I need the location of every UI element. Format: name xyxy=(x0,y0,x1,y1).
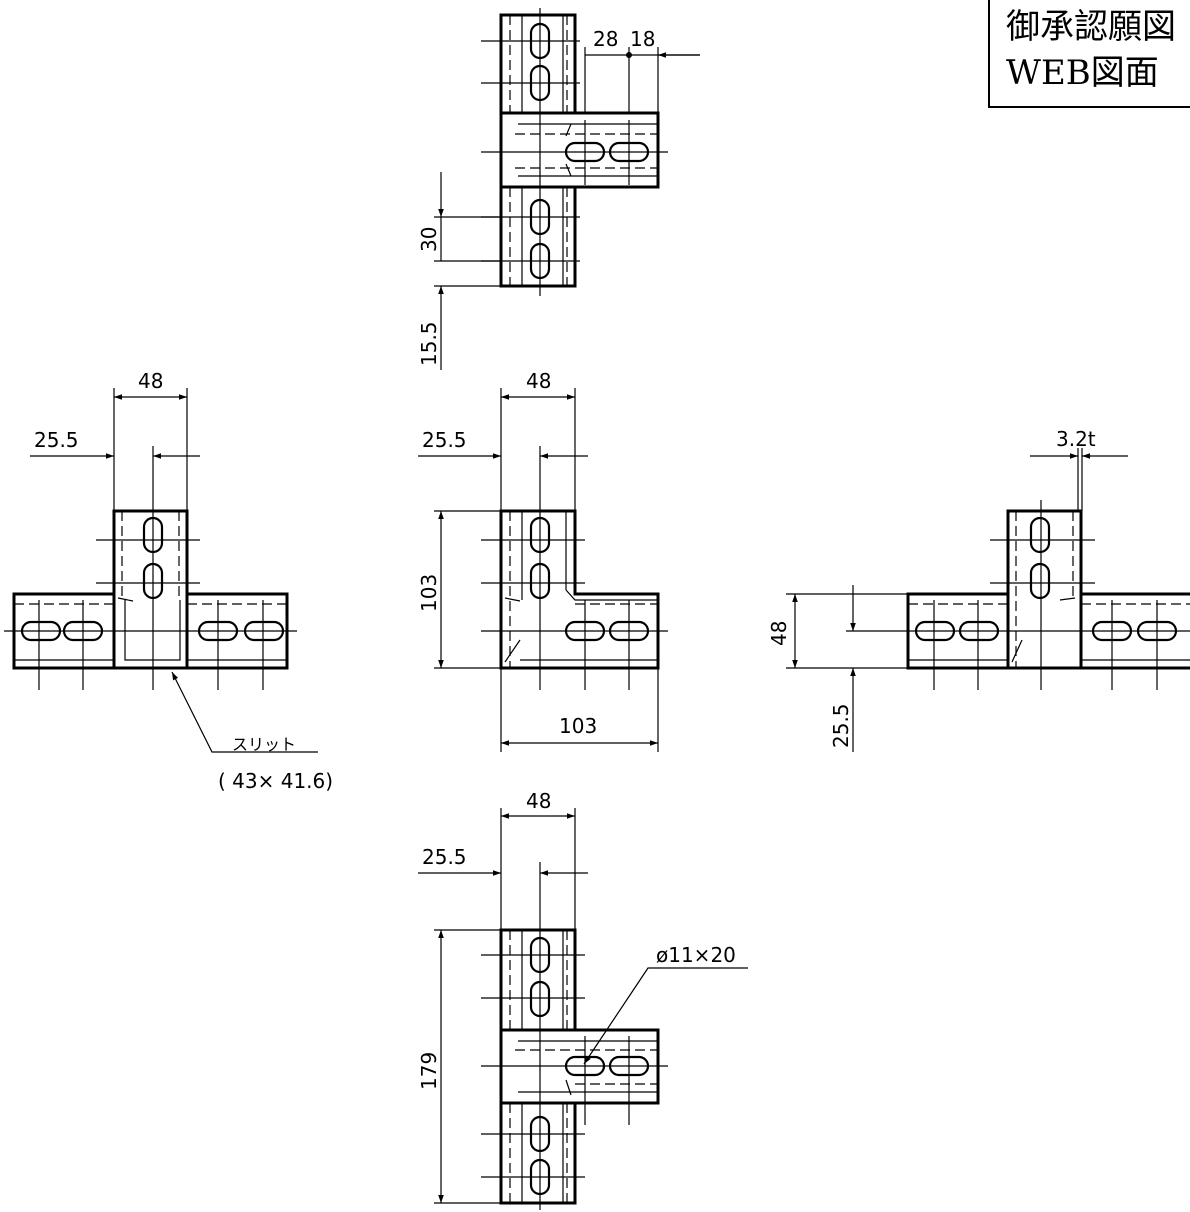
left-view: 48 25.5 スリット ( 43× 41.6) xyxy=(4,369,333,793)
center-l-bracket xyxy=(499,509,660,670)
right-arm-right xyxy=(1081,592,1190,670)
stamp-line-2: WEB図面 xyxy=(1006,53,1159,93)
dim-15-5: 15.5 xyxy=(417,321,441,366)
top-horizontal-channel xyxy=(499,111,660,189)
right-dim-thickness: 3.2t xyxy=(1056,427,1096,451)
right-dim-48: 48 xyxy=(767,621,791,646)
center-dim-103-height: 103 xyxy=(417,574,441,612)
dim-18: 18 xyxy=(630,27,655,51)
center-view: 48 25.5 103 103 xyxy=(417,369,668,752)
bottom-dim-179: 179 xyxy=(417,1052,441,1090)
left-vertical-arm xyxy=(112,509,189,670)
center-dim-25-5: 25.5 xyxy=(422,428,467,452)
title-stamp: 御承認願図 WEB図面 xyxy=(988,0,1190,108)
bottom-view: 48 25.5 179 ø11×20 xyxy=(417,789,748,1210)
slit-size: ( 43× 41.6) xyxy=(218,769,333,793)
bottom-dim-25-5: 25.5 xyxy=(422,845,467,869)
center-dim-48: 48 xyxy=(526,369,551,393)
right-vertical-arm xyxy=(1006,509,1083,670)
dim-28: 28 xyxy=(593,27,618,51)
left-dim-48: 48 xyxy=(138,369,163,393)
stamp-line-1: 御承認願図 xyxy=(1006,7,1176,47)
right-dim-25-5: 25.5 xyxy=(829,703,853,748)
dim-30: 30 xyxy=(417,227,441,252)
bottom-dim-48: 48 xyxy=(526,789,551,813)
slit-label: スリット xyxy=(232,735,296,754)
top-lower-channel xyxy=(499,185,577,288)
center-dim-103-width: 103 xyxy=(559,714,597,738)
top-view: 28 18 30 15.5 xyxy=(417,8,700,370)
left-dim-25-5: 25.5 xyxy=(34,428,79,452)
bottom-lower-channel xyxy=(499,1101,577,1205)
right-view: 3.2t 48 25.5 xyxy=(767,427,1190,752)
hole-size-label: ø11×20 xyxy=(656,943,736,967)
